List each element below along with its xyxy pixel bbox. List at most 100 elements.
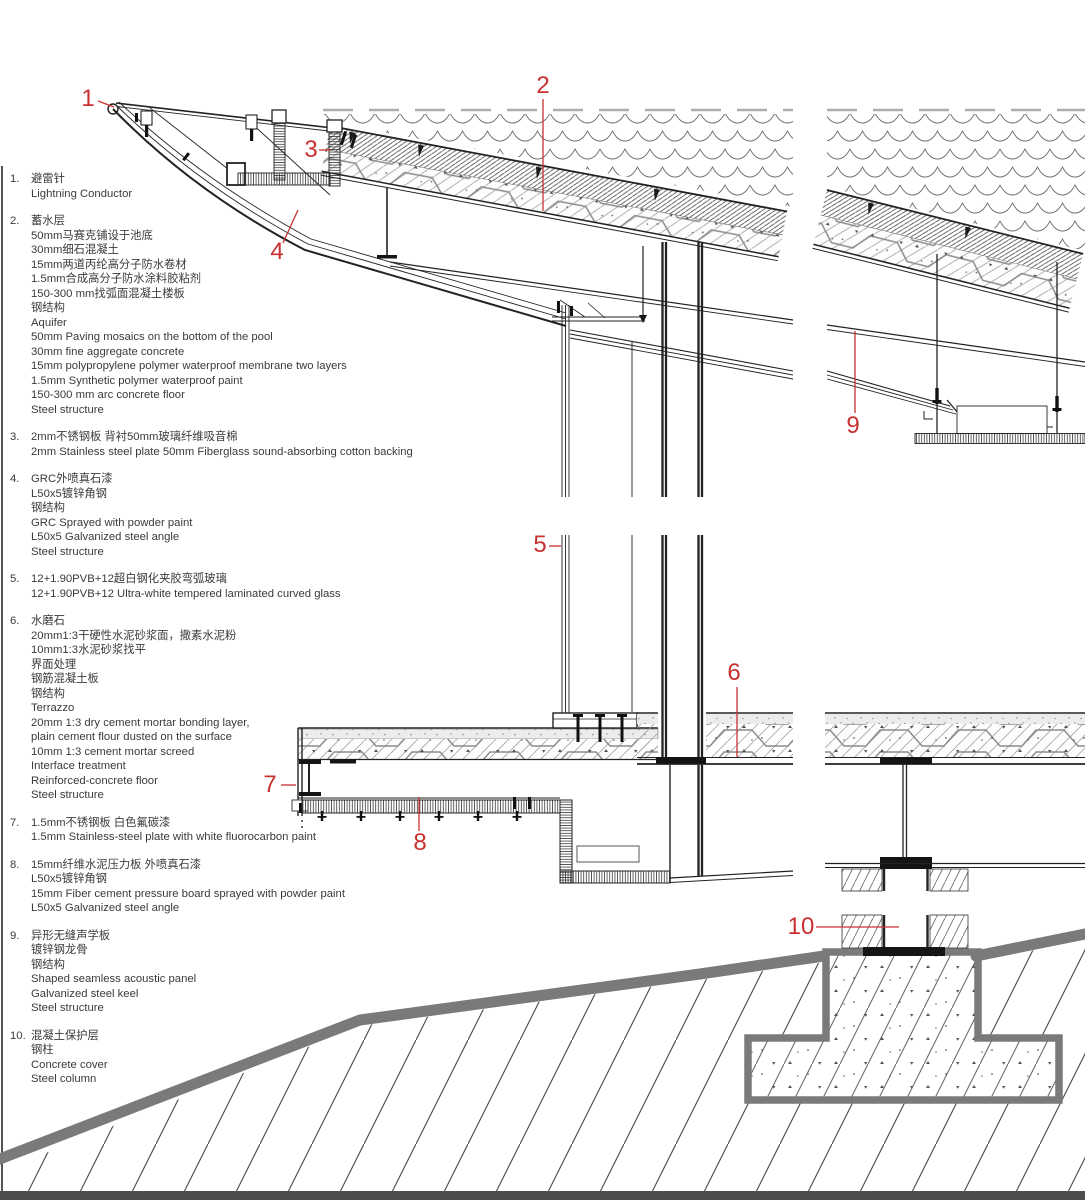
legend-line: 2mm不锈钢板 背衬50mm玻璃纤维吸音棉 [31, 431, 238, 443]
legend-line: 钢结构 [31, 502, 65, 514]
under-roof-lines-left [377, 188, 794, 380]
interior-floor-right [825, 712, 1085, 864]
legend-line: GRC Sprayed with powder paint [31, 516, 193, 529]
legend-line: 1.5mm Synthetic polymer waterproof paint [31, 374, 243, 387]
legend-line: 12+1.90PVB+12 Ultra-white tempered lamin… [31, 587, 341, 600]
ground-band-left [0, 950, 830, 1165]
legend-line: 2mm Stainless steel plate 50mm Fiberglas… [31, 445, 413, 458]
suspended-ceiling [826, 254, 1085, 444]
soffit-bolts [317, 797, 531, 821]
legend-line: Interface treatment [31, 760, 126, 772]
tip-and-fascia [107, 101, 567, 327]
legend-line: 钢结构 [31, 302, 65, 314]
legend-line: L50x5镀锌角钢 [31, 487, 107, 500]
legend-line: Steel structure [31, 403, 104, 416]
legend-line: Terrazzo [31, 702, 75, 714]
legend-item-number: 7. [10, 816, 20, 829]
legend-line: Shaped seamless acoustic panel [31, 973, 197, 985]
legend-line: 20mm1:3干硬性水泥砂浆面，撒素水泥粉 [31, 629, 237, 642]
floor-ibeam [880, 757, 932, 864]
soffit-step [559, 765, 671, 884]
roof-slab-left [320, 125, 788, 262]
legend-item-4: 4. GRC外喷真石漆 L50x5镀锌角钢钢结构 GRC Sprayed with p… [10, 472, 420, 559]
legend-item-9: 9. 异形无缝声学板镀锌钢龙骨钢结构 Shaped seamless acousti… [10, 929, 420, 1016]
legend-line: 50mm Paving mosaics on the bottom of the… [31, 331, 273, 343]
curved-glass [561, 305, 570, 713]
steel-column [882, 869, 929, 948]
legend-item-1: 1. 避雷针 Lightning Conductor [10, 172, 420, 201]
legend-line: GRC外喷真石漆 [31, 473, 113, 485]
legend-line: L50x5 Galvanized steel angle [31, 902, 180, 914]
legend-line: 15mm Fiber cement pressure board sprayed… [31, 887, 345, 900]
ground-and-footing [0, 864, 1085, 1200]
legend-line: 钢结构 [31, 687, 65, 700]
legend-line: Aquifer [31, 316, 67, 329]
ceiling-strip [914, 433, 1085, 444]
legend-line: 钢柱 [31, 1044, 54, 1056]
ceiling-plenum-box [956, 405, 1048, 434]
legend-line: 150-300 mm找弧面混凝土楼板 [31, 287, 185, 300]
soil-hatch [0, 940, 1085, 1200]
legend-item-8: 8. 15mm纤维水泥压力板 外喷真石漆 L50x5镀锌角钢 15mm Fiber c… [10, 858, 420, 916]
legend-line: 50mm马赛克铺设于池底 [31, 229, 153, 242]
legend-line: 避雷针 [31, 173, 65, 185]
steel-box-column [661, 242, 704, 876]
legend-line: 20mm 1:3 dry cement mortar bonding layer… [31, 716, 250, 729]
legend-line: 界面处理 [31, 658, 77, 671]
legend-item-number: 10. [10, 1029, 26, 1042]
column-base-flange [656, 757, 706, 764]
legend-line: 15mm polypropylene polymer waterproof me… [31, 360, 347, 372]
legend-item-2: 2. 蓄水层 50mm马赛克铺设于池底 30mm细石混凝土 15mm两道丙纶高分子防水卷… [10, 214, 420, 417]
legend-line: 15mm纤维水泥压力板 外喷真石漆 [31, 858, 202, 871]
material-legend: 1. 避雷针 Lightning Conductor 2. 蓄水层 50mm马赛克铺设于池… [10, 172, 420, 1100]
legend-line: 异形无缝声学板 [31, 929, 111, 942]
legend-line: 150-300 mm arc concrete floor [31, 389, 185, 401]
legend-item-number: 8. [10, 858, 20, 871]
legend-line: L50x5 Galvanized steel angle [31, 531, 180, 543]
column-concrete-cover [841, 868, 969, 949]
acoustic-backing-strips [237, 109, 358, 187]
legend-line: Reinforced-concrete floor [31, 774, 158, 787]
legend-line: Steel structure [31, 789, 104, 801]
legend-line: plain cement flour dusted on the surface [31, 731, 232, 743]
legend-line: 镀锌钢龙骨 [31, 944, 88, 956]
legend-line: Galvanized steel keel [31, 987, 139, 1000]
column-base-plate [863, 947, 945, 956]
legend-line: 15mm两道丙纶高分子防水卷材 [31, 258, 187, 271]
legend-item-number: 1. [10, 173, 20, 185]
legend-line: 蓄水层 [31, 215, 65, 227]
ground-band-right [970, 928, 1085, 962]
legend-line: 钢结构 [31, 958, 65, 971]
legend-line: 30mm fine aggregate concrete [31, 345, 185, 358]
legend-line: Lightning Conductor [31, 187, 133, 200]
pool-water [323, 108, 1085, 251]
callout-leaders [97, 99, 899, 928]
legend-line: Steel structure [31, 545, 104, 558]
ceiling-lines [669, 862, 1085, 883]
legend-item-number: 6. [10, 615, 20, 627]
legend-line: 10mm1:3水泥砂浆找平 [31, 644, 146, 656]
legend-item-number: 4. [10, 473, 20, 485]
bottom-edge-bar [0, 1191, 1085, 1200]
legend-item-number: 2. [10, 215, 20, 227]
legend-item-number: 3. [10, 431, 20, 443]
legend-line: Steel column [31, 1073, 97, 1085]
legend-line: 30mm细石混凝土 [31, 244, 119, 256]
legend-line: 混凝土保护层 [31, 1029, 99, 1042]
eave-curve [112, 108, 567, 327]
roof-slab-right [812, 189, 1084, 313]
legend-line: 12+1.90PVB+12超白钢化夹胶弯弧玻璃 [31, 573, 227, 585]
legend-line: 钢筋混凝土板 [31, 673, 99, 685]
legend-line: L50x5镀锌角钢 [31, 873, 107, 885]
legend-line: 1.5mm Stainless-steel plate with white f… [31, 831, 317, 843]
legend-line: Concrete cover [31, 1058, 108, 1071]
interior-floor-left [637, 712, 793, 765]
legend-line: 10mm 1:3 cement mortar screed [31, 745, 195, 758]
legend-item-number: 9. [10, 929, 20, 942]
